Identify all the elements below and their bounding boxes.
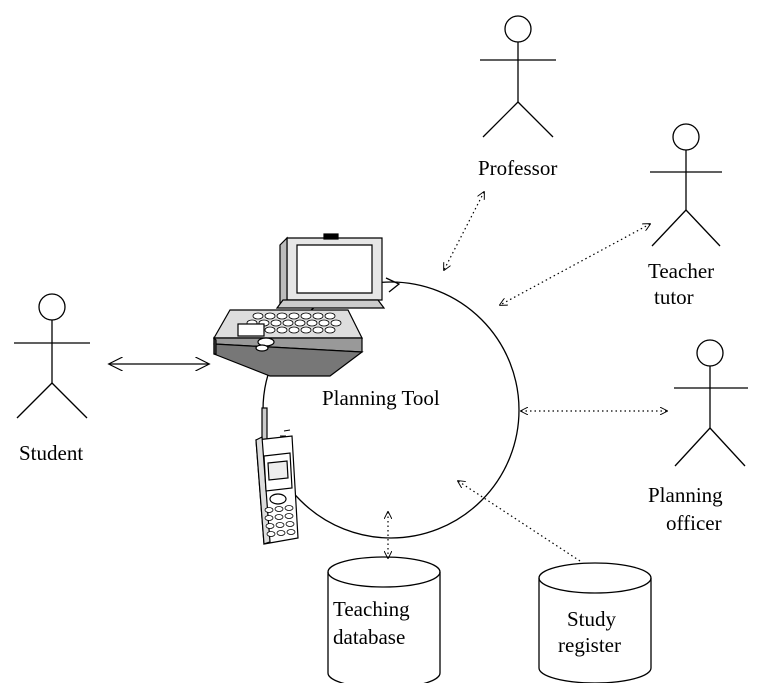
teacher-tutor-label-line1: Teacher — [648, 259, 714, 283]
professor-figure-icon — [480, 15, 556, 138]
teacher-tutor-figure-icon — [650, 123, 722, 247]
study-register-label-line2: register — [558, 633, 621, 657]
teaching-database-label-line1: Teaching — [333, 597, 410, 621]
teacher-tutor-label-line2: tutor — [654, 285, 694, 309]
planning-officer-label-line1: Planning — [648, 483, 723, 507]
planning-tool-label: Planning Tool — [322, 386, 440, 410]
study-register: Study register — [538, 562, 652, 683]
planning-officer-actor: Planning officer — [648, 339, 748, 535]
student-label: Student — [19, 441, 83, 465]
laptop-icon — [212, 233, 386, 377]
professor-label: Professor — [478, 156, 557, 180]
professor-connector — [444, 192, 484, 270]
planning-officer-label-line2: officer — [666, 511, 722, 535]
student-figure-icon — [14, 293, 90, 419]
mobile-phone-icon — [255, 407, 299, 545]
study-register-connector — [458, 481, 581, 562]
teaching-database-label-line2: database — [333, 625, 405, 649]
professor-actor: Professor — [478, 15, 557, 180]
cycle-arrow-icon — [385, 277, 401, 293]
student-actor: Student — [14, 293, 90, 465]
teacher-tutor-connector — [500, 224, 650, 305]
teacher-tutor-actor: Teacher tutor — [648, 123, 722, 309]
planning-officer-figure-icon — [674, 339, 748, 467]
teaching-database: Teaching database — [327, 556, 441, 683]
study-register-label-line1: Study — [567, 607, 617, 631]
